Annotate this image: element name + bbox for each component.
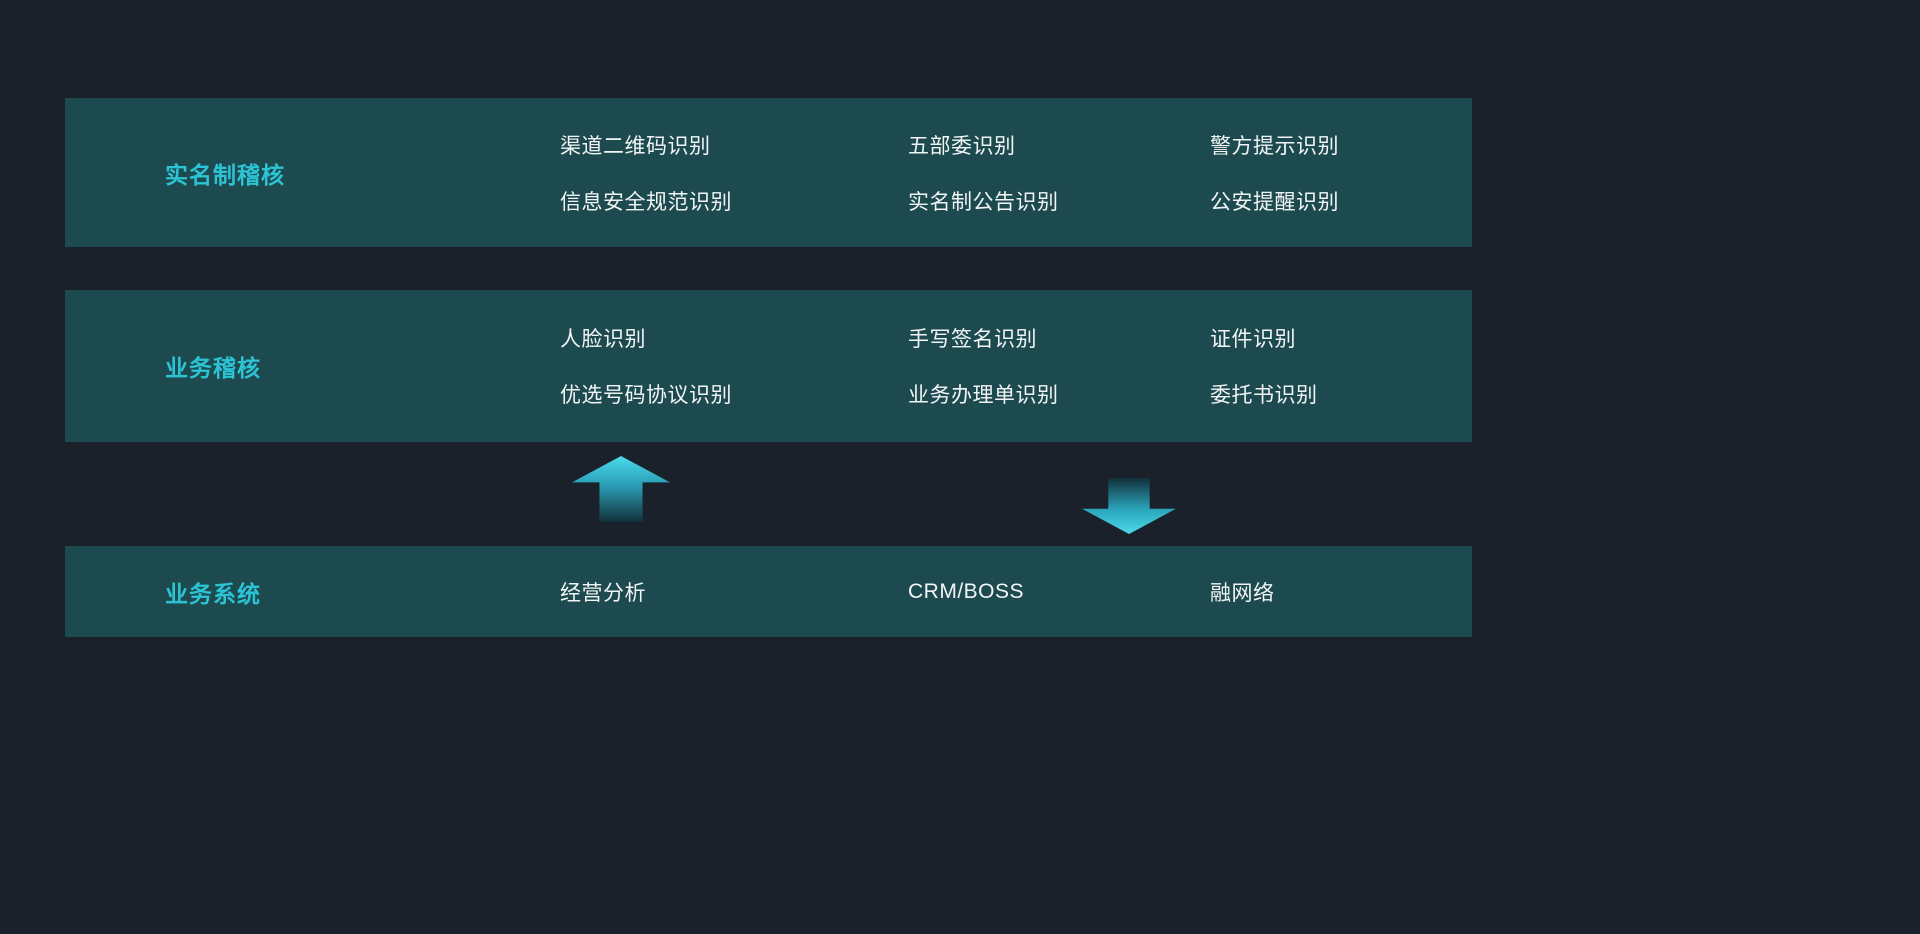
capability-item: 业务办理单识别 bbox=[908, 384, 1059, 407]
capability-item: 手写签名识别 bbox=[908, 328, 1037, 351]
capability-item: 信息安全规范识别 bbox=[560, 190, 732, 214]
band-column-2: 手写签名识别 业务办理单识别 bbox=[908, 323, 1210, 409]
capability-item: 警方提示识别 bbox=[1210, 134, 1339, 158]
arrow-up-icon bbox=[572, 456, 670, 522]
band-title-realname-audit: 实名制稽核 bbox=[165, 161, 285, 188]
capability-item: 实名制公告识别 bbox=[908, 190, 1059, 214]
arrow-down-icon bbox=[1082, 478, 1176, 534]
capability-item: 五部委识别 bbox=[908, 134, 1016, 158]
capability-item: 渠道二维码识别 bbox=[560, 134, 711, 158]
band-business-audit: 业务稽核 人脸识别 优选号码协议识别 手写签名识别 业务办理单识别 证件识别 委… bbox=[65, 290, 1472, 442]
capability-item: 证件识别 bbox=[1210, 328, 1296, 351]
capability-item: 公安提醒识别 bbox=[1210, 190, 1339, 214]
band-column-2: 五部委识别 实名制公告识别 bbox=[908, 130, 1210, 216]
band-title-business-systems: 业务系统 bbox=[165, 580, 261, 607]
system-item: 融网络 bbox=[1210, 581, 1275, 605]
band-column-1: 经营分析 bbox=[560, 577, 908, 607]
band-column-3: 警方提示识别 公安提醒识别 bbox=[1210, 130, 1472, 216]
band-realname-audit: 实名制稽核 渠道二维码识别 信息安全规范识别 五部委识别 实名制公告识别 警方提… bbox=[65, 98, 1472, 247]
capability-item: 委托书识别 bbox=[1210, 384, 1318, 407]
band-column-3: 融网络 bbox=[1210, 577, 1472, 607]
band-column-3: 证件识别 委托书识别 bbox=[1210, 323, 1472, 409]
capability-item: 人脸识别 bbox=[560, 328, 646, 351]
band-title-business-audit: 业务稽核 bbox=[165, 355, 261, 381]
band-column-1: 渠道二维码识别 信息安全规范识别 bbox=[560, 130, 908, 216]
band-business-systems: 业务系统 经营分析 CRM/BOSS 融网络 bbox=[65, 546, 1472, 637]
system-item: CRM/BOSS bbox=[908, 579, 1025, 603]
band-column-2: CRM/BOSS bbox=[908, 580, 1210, 604]
band-column-1: 人脸识别 优选号码协议识别 bbox=[560, 323, 908, 409]
capability-item: 优选号码协议识别 bbox=[560, 384, 732, 407]
system-item: 经营分析 bbox=[560, 581, 646, 605]
